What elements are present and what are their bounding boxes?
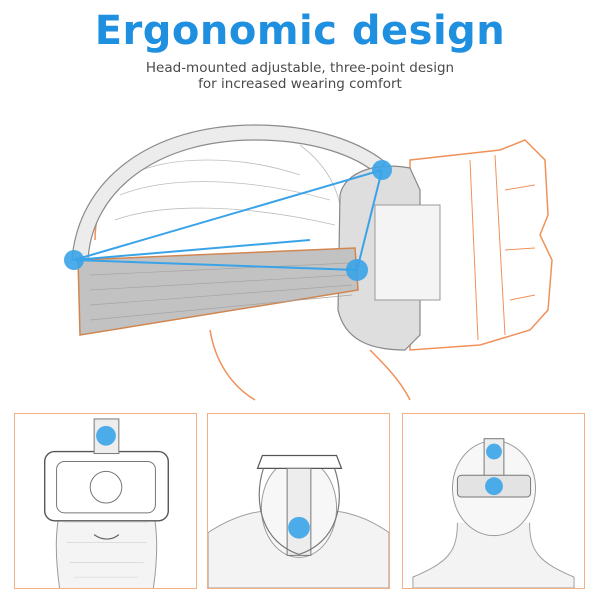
- headset-top-body: [256, 454, 343, 469]
- neck-shoulders-outline: [412, 522, 575, 588]
- lens-center: [89, 470, 123, 504]
- strap-contact-point-icon: [346, 259, 368, 281]
- page-subtitle: Head-mounted adjustable, three-point des…: [0, 60, 600, 92]
- headset-goggle-outline: [409, 139, 553, 351]
- headset-front-inner: [56, 460, 156, 514]
- head-mesh-lines: [64, 522, 149, 578]
- headset-goggle-detail: [469, 154, 536, 341]
- side-strap-texture: [89, 262, 353, 321]
- page-title: Ergonomic design: [94, 8, 506, 54]
- top-strap: [71, 124, 386, 261]
- back-view-svg: [412, 438, 575, 588]
- front-view-svg: [44, 418, 169, 588]
- front-view-panel: [14, 413, 197, 589]
- three-point-lines: [73, 169, 383, 271]
- head-contour-lines: [114, 144, 341, 226]
- strap-contact-point-icon: [485, 477, 503, 496]
- top-view-svg: [208, 454, 389, 588]
- headset-side-view-svg: [64, 124, 553, 401]
- top-strap-top-view: [286, 467, 312, 556]
- subtitle-line-2: for increased wearing comfort: [198, 76, 402, 92]
- back-view-panel: [402, 413, 585, 589]
- strap-contact-point-icon: [96, 425, 116, 446]
- strap-contact-point-icon: [372, 160, 392, 180]
- strap-contact-point-icon: [288, 516, 310, 539]
- subtitle-line-1: Head-mounted adjustable, three-point des…: [145, 60, 455, 76]
- headset-side-view-illustration: [0, 100, 600, 405]
- top-view-panel: [207, 413, 390, 589]
- side-strap: [77, 247, 359, 336]
- side-strap-top-view: [258, 468, 340, 556]
- cushion-inner-panel: [374, 204, 441, 301]
- strap-contact-point-icon: [64, 250, 84, 270]
- mouth-line: [93, 534, 120, 540]
- strap-contact-point-icon: [486, 443, 502, 460]
